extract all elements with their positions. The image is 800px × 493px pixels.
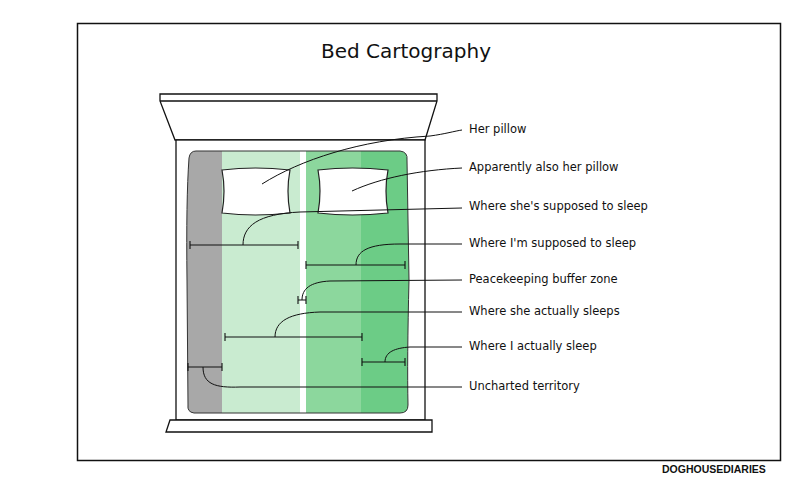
callout-label: Where I'm supposed to sleep [467, 236, 638, 250]
callout-label: Where she's supposed to sleep [467, 199, 650, 213]
callout-label: Her pillow [467, 122, 528, 136]
footboard [166, 420, 432, 432]
buffer-strip [300, 151, 306, 413]
pillow [318, 168, 388, 215]
panel-frame [78, 24, 781, 461]
callout-label: Where I actually sleep [467, 339, 599, 353]
watermark: DOGHOUSEDIARIES [662, 463, 766, 475]
callout-label: Uncharted territory [467, 379, 582, 393]
diagram-title: Bed Cartography [321, 39, 491, 63]
callout-label: Apparently also her pillow [467, 160, 621, 174]
leader-lines [203, 130, 462, 387]
callout-label: Where she actually sleeps [467, 304, 622, 318]
headboard [160, 94, 437, 140]
her-side [222, 151, 300, 413]
gray-strip [187, 151, 222, 413]
pillow [222, 168, 290, 215]
bed-frame [176, 140, 425, 420]
brackets [188, 241, 405, 371]
callout-label: Peacekeeping buffer zone [467, 272, 620, 286]
mattress-outline [187, 151, 409, 413]
